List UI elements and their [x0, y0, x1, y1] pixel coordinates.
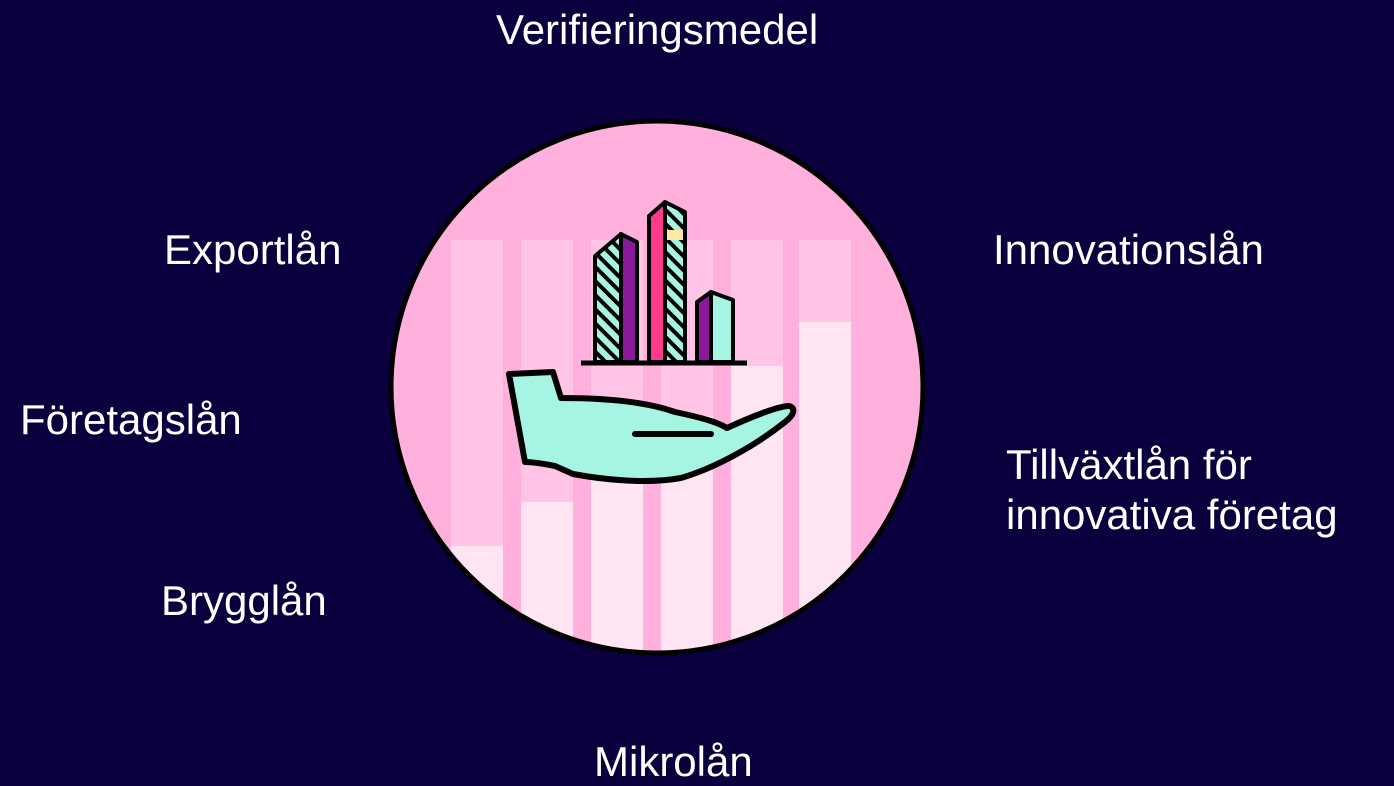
label-foretagslan: Företagslån: [20, 396, 242, 443]
label-tillvaxtlan: Tillväxtlån för innovativa företag: [1006, 440, 1338, 540]
label-mikrolan: Mikrolån: [594, 738, 753, 785]
circle-outline: [388, 118, 926, 656]
buildings-icon: [581, 200, 747, 366]
center-circle: [385, 116, 929, 658]
label-tillvaxtlan-line1: Tillväxtlån för: [1006, 441, 1252, 488]
label-brygglan: Brygglån: [161, 577, 327, 624]
label-tillvaxtlan-line2: innovativa företag: [1006, 491, 1338, 538]
hand-holding-buildings-icon: [388, 118, 926, 656]
label-verifieringsmedel: Verifieringsmedel: [496, 6, 819, 53]
label-innovationslan: Innovationslån: [993, 226, 1264, 273]
hand-icon: [506, 369, 797, 484]
label-exportlan: Exportlån: [164, 226, 342, 273]
